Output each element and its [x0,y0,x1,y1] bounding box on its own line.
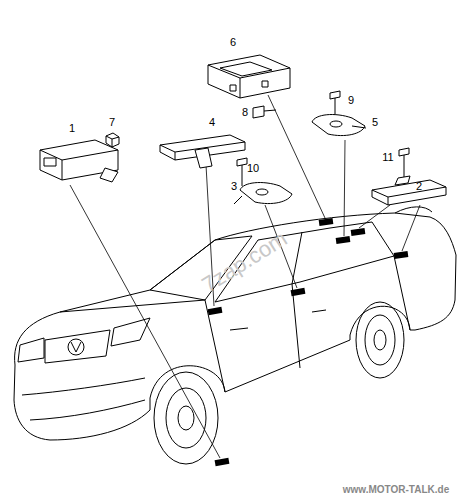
site-watermark: www.MOTOR-TALK.de [343,485,449,495]
callout-number: 6 [230,37,236,48]
callout-number: 9 [348,95,354,106]
callout-number: 8 [242,107,248,118]
callout-number: 3 [231,181,237,192]
callout-number: 2 [416,181,422,192]
callout-number: 4 [209,117,215,128]
parts [40,55,446,205]
car-body [14,207,456,464]
callout-number: 11 [382,152,393,163]
callout-number: 5 [372,117,378,128]
callout-number: 1 [69,123,75,134]
callout-number: 10 [247,163,259,174]
watermark: 7zap.com [199,227,292,296]
leader-lines [70,95,420,458]
callout-number: 7 [109,117,115,128]
